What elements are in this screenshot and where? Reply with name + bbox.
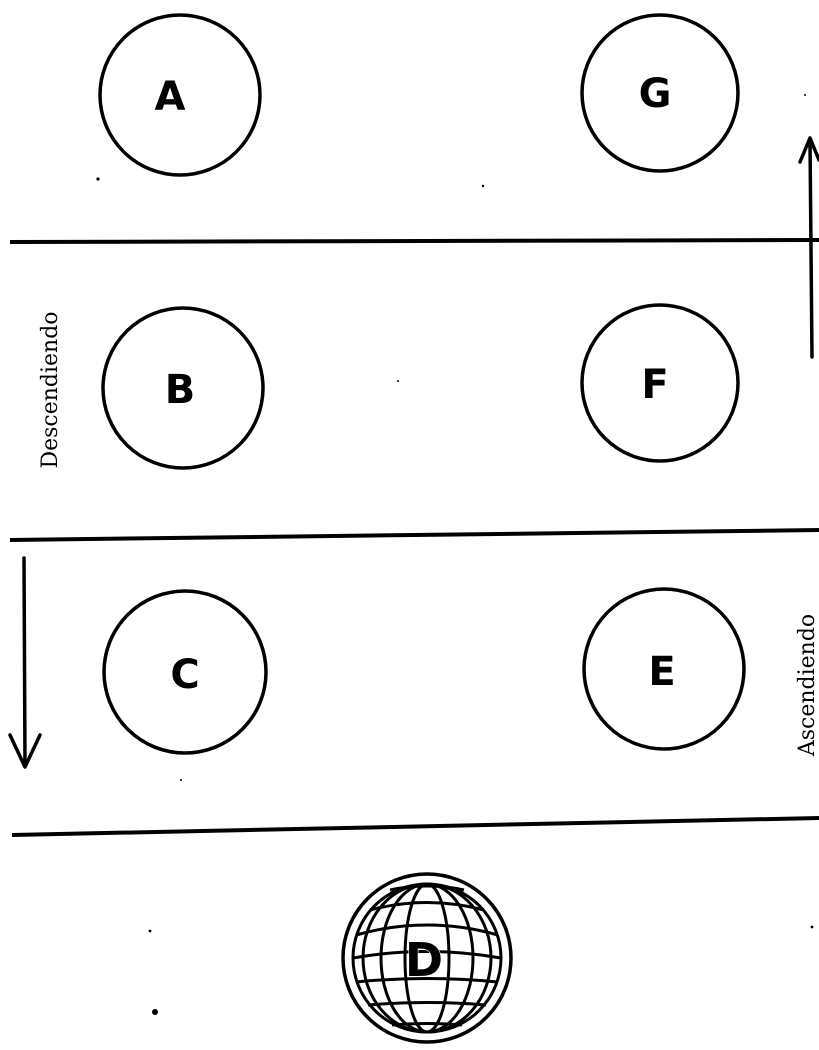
speck	[482, 185, 484, 187]
node-b-label: B	[165, 367, 196, 413]
speck	[804, 94, 806, 96]
globe-icon: D	[343, 874, 511, 1042]
node-f-label: F	[641, 362, 668, 408]
speck	[180, 779, 182, 781]
node-g: G	[582, 15, 738, 171]
node-d-label: D	[405, 933, 443, 987]
descending-label: Descendiendo	[38, 311, 63, 468]
speck	[96, 177, 99, 180]
divider-line-top	[10, 240, 819, 242]
node-e: E	[584, 589, 744, 749]
speck	[149, 930, 152, 933]
speck	[397, 380, 399, 382]
node-e-label: E	[648, 649, 675, 695]
ascending-label: Ascendiendo	[795, 614, 819, 757]
node-c-label: C	[170, 652, 199, 698]
divider-line-middle	[10, 530, 819, 540]
divider-line-bottom	[12, 818, 819, 835]
node-a-label: A	[155, 74, 186, 120]
arrow-up-icon	[800, 138, 819, 357]
node-f: F	[582, 305, 738, 461]
node-c: C	[104, 591, 266, 753]
node-a: A	[100, 15, 260, 175]
node-b: B	[103, 308, 263, 468]
node-g-label: G	[639, 71, 672, 117]
arrow-down-icon	[10, 558, 40, 767]
speck	[152, 1009, 158, 1015]
speck	[811, 926, 814, 929]
